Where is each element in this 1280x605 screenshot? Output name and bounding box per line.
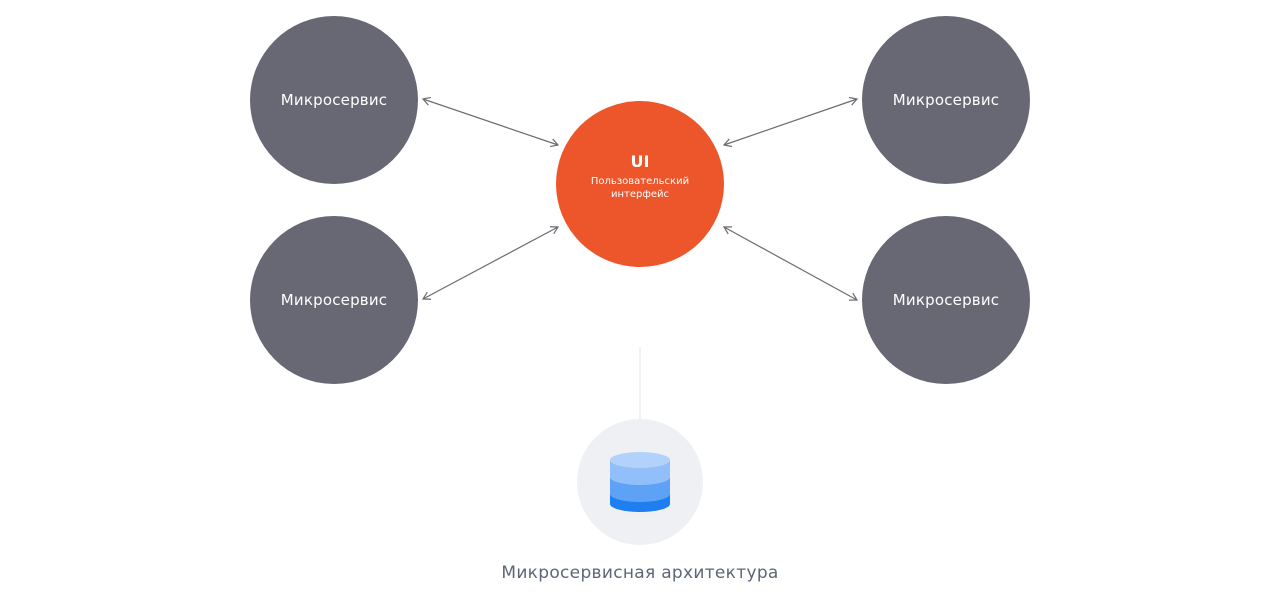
diagram-caption: Микросервисная архитектура: [501, 563, 779, 583]
microservice-label: Микросервис: [892, 91, 1000, 109]
arrow-top-right: [722, 96, 859, 148]
ui-title: UI: [630, 151, 650, 171]
arrow-top-left: [421, 96, 560, 148]
arrow-bottom-right: [722, 226, 859, 301]
arrow-bottom-left: [421, 226, 560, 300]
database-icon: [610, 452, 670, 512]
ui-subtitle: Пользовательский интерфейс: [590, 175, 690, 200]
ui-node: UI Пользовательский интерфейс: [556, 101, 724, 267]
microservice-node-top-right: Микросервис: [862, 16, 1030, 184]
microservice-node-bottom-right: Микросервис: [862, 216, 1030, 384]
microservice-node-bottom-left: Микросервис: [250, 216, 418, 384]
microservice-label: Микросервис: [892, 291, 1000, 309]
microservice-node-top-left: Микросервис: [250, 16, 418, 184]
microservice-label: Микросервис: [280, 91, 388, 109]
microservice-label: Микросервис: [280, 291, 388, 309]
database-node: [577, 419, 703, 545]
